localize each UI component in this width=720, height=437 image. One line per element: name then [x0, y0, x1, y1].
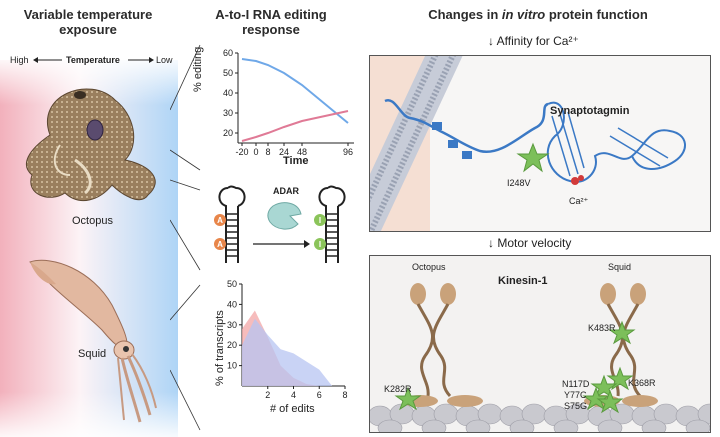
temp-low-label: Low: [156, 55, 173, 65]
kinesin-octopus-label: Octopus: [412, 262, 446, 272]
mutation-i248v: I248V: [507, 178, 531, 188]
ec-xtick-label: 96: [343, 147, 353, 157]
mutation-k483r: K483R: [588, 323, 616, 333]
panel-motor-title: Motor velocity: [497, 236, 572, 250]
col1-header: Variable temperature exposure: [23, 7, 153, 37]
panel-motor-title-row: ↓ Motor velocity: [488, 236, 571, 250]
down-arrow-icon: ↓: [488, 34, 494, 48]
kinesin-label: Kinesin-1: [498, 275, 548, 287]
temp-axis-label: Temperature: [66, 55, 120, 65]
tc-xtick-label: 6: [317, 390, 322, 400]
panel-ca-title-row: ↓ Affinity for Ca²⁺: [488, 34, 579, 48]
col2-header: A-to-I RNA editing response: [215, 7, 327, 37]
mutation-y77c: Y77C: [564, 390, 587, 400]
ec-xtick-label: -20: [235, 147, 248, 157]
transcripts-ylabel: % of transcripts: [214, 310, 226, 386]
tc-series-area-1: [242, 318, 333, 386]
connector-lines: [170, 44, 201, 431]
mutation-k368r: K368R: [628, 378, 656, 388]
squid-illustration: [29, 259, 157, 423]
editing-ylabel: % editing: [192, 46, 204, 92]
panel-motor: Octopus Squid Kinesin-1 K282R K483R K368…: [369, 255, 711, 433]
temp-high-label: High: [10, 55, 29, 65]
transcripts-xlabel: # of edits: [270, 403, 315, 415]
i-marker-1: I: [319, 216, 321, 225]
tc-ytick-label: 30: [227, 320, 237, 330]
a-marker-2: A: [217, 240, 223, 249]
editing-xlabel: Time: [283, 155, 309, 167]
col3-header-pre: Changes in: [428, 7, 502, 22]
temp-arrows: [33, 57, 154, 63]
ec-xtick-label: 48: [297, 147, 307, 157]
tc-ytick-label: 20: [227, 340, 237, 350]
octopus-label: Octopus: [72, 215, 113, 227]
mutation-s75g: S75G: [564, 401, 587, 411]
panel-ca: Synaptotagmin I248V Ca²⁺: [369, 55, 711, 232]
ec-xtick-label: 0: [253, 147, 258, 157]
synaptotagmin-diagram: Synaptotagmin I248V Ca²⁺: [370, 56, 686, 231]
col3-header-italic: in vitro: [501, 7, 546, 22]
mutation-k282r: K282R: [384, 384, 412, 394]
tc-xtick-label: 8: [342, 390, 347, 400]
a-marker-1: A: [217, 216, 223, 225]
adar-label: ADAR: [273, 186, 299, 196]
tc-ytick-label: 50: [227, 280, 237, 289]
ec-ytick-label: 30: [223, 108, 233, 118]
tc-ytick-label: 40: [227, 299, 237, 309]
ec-ytick-label: 60: [223, 48, 233, 58]
tc-xtick-label: 4: [291, 390, 296, 400]
ec-series-line-0: [241, 58, 349, 124]
col3-header: Changes in in vitro protein function: [368, 7, 708, 22]
ec-ytick-label: 20: [223, 128, 233, 138]
panel-ca-title: Affinity for Ca²⁺: [496, 34, 579, 48]
ec-xtick-label: 24: [279, 147, 289, 157]
tc-xtick-label: 2: [265, 390, 270, 400]
col3-header-post: protein function: [545, 7, 648, 22]
i-marker-2: I: [319, 240, 321, 249]
ec-xtick-label: 8: [265, 147, 270, 157]
down-arrow-icon: ↓: [488, 236, 494, 250]
octopus-illustration: [26, 88, 156, 202]
synaptotagmin-label: Synaptotagmin: [550, 105, 630, 117]
kinesin-squid-label: Squid: [608, 262, 631, 272]
ec-ytick-label: 40: [223, 88, 233, 98]
kinesin-diagram: Octopus Squid Kinesin-1 K282R K483R K368…: [370, 262, 710, 432]
tc-ytick-label: 10: [227, 361, 237, 371]
adar-editing-diagram: A A I I ADAR: [214, 185, 346, 263]
mutation-n117d: N117D: [562, 379, 590, 389]
ca-ion-label: Ca²⁺: [569, 196, 589, 206]
ec-series-line-1: [241, 110, 349, 142]
transcripts-chart: 50 40 30 20 10 2 4 6 8: [227, 280, 348, 400]
ec-ytick-label: 50: [223, 68, 233, 78]
squid-label: Squid: [78, 348, 107, 360]
